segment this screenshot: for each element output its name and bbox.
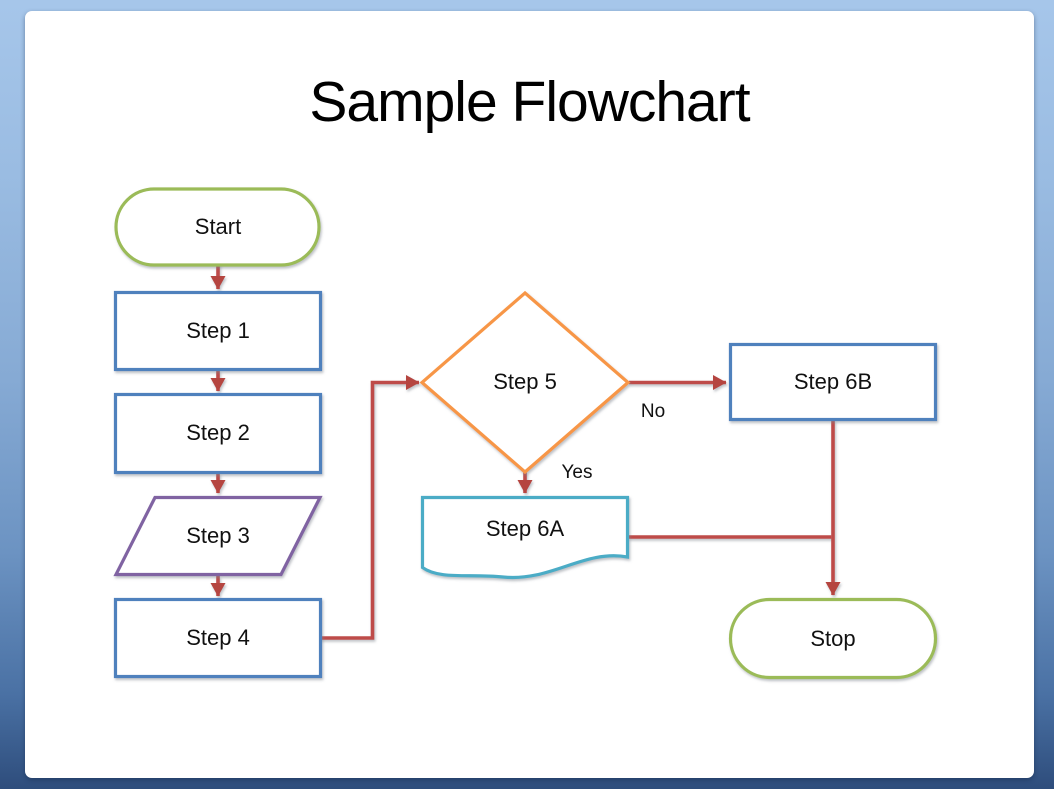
node-step-4-process[interactable] [113, 597, 323, 679]
node-step-3-data[interactable] [113, 495, 323, 577]
slide-title: Sample Flowchart [309, 70, 750, 134]
connector-group [210, 260, 841, 640]
node-step-6a-document[interactable] [420, 495, 630, 580]
node-step-6b-process[interactable] [728, 342, 938, 422]
node-step-2-process[interactable] [113, 392, 323, 475]
node-stop-terminator[interactable] [728, 597, 938, 680]
connector-step4-step5 [320, 375, 420, 640]
node-step-1-process[interactable] [113, 290, 323, 372]
node-start-terminator[interactable] [114, 187, 321, 267]
node-group [113, 187, 938, 680]
node-step-5-decision[interactable] [419, 290, 631, 475]
